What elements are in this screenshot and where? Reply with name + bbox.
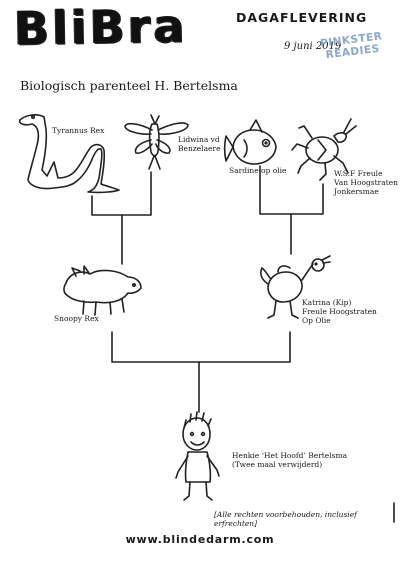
label-katrina: Katrina (Kip) Freule Hoogstraten Op Olie <box>302 298 377 325</box>
snoopy-icon <box>63 265 142 316</box>
fish-icon <box>223 119 277 165</box>
beetle-icon <box>291 118 357 181</box>
label-freule: W.S.F Freule Van Hoogstraten Jonkersmae <box>334 169 398 196</box>
label-tyrannus: Tyrannus Rex <box>52 126 105 135</box>
label-lidwina: Lidwina vd Benzelaere <box>178 135 221 153</box>
website-link[interactable]: www.blindedarm.com <box>125 533 275 546</box>
label-snoopy: Snoopy Rex <box>54 314 99 323</box>
link-line <box>91 171 152 216</box>
page-subtitle: Biologisch parenteel H. Bertelsma <box>20 78 238 93</box>
chicken-icon <box>260 255 331 319</box>
rights-notice: [Alle rechten voorbehouden, inclusief er… <box>214 510 357 528</box>
edition-label: DAGAFLEVERING <box>236 10 368 25</box>
label-henkie: Henkie ‘Het Hoofd’ Bertelsma (Twee maal … <box>232 451 348 469</box>
label-sardine: Sardine op olie <box>229 166 287 175</box>
issue-date: 9 juni 2019 <box>284 41 342 52</box>
child-icon <box>175 411 220 501</box>
dragonfly-icon <box>124 114 189 170</box>
link-line <box>111 331 291 363</box>
dinosaur-icon <box>18 114 120 194</box>
